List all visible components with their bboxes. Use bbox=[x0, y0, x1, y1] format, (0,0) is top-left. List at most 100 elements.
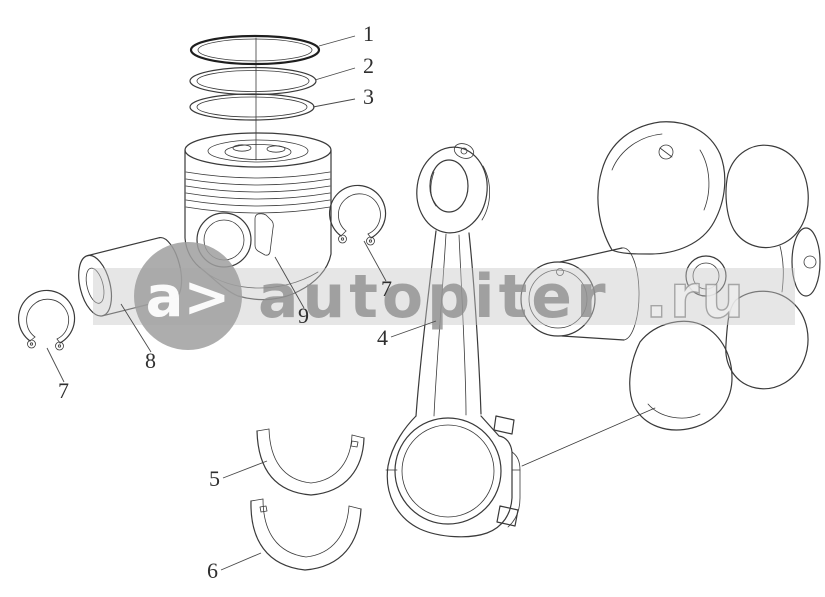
valve-pocket-left bbox=[232, 144, 252, 152]
callout-5-label: 5 bbox=[209, 466, 220, 491]
rod-shaft-rib-left bbox=[433, 233, 447, 417]
rod-bolt-bottom bbox=[496, 505, 519, 527]
rod-bolt-top bbox=[493, 415, 515, 435]
shell-lower-end-a bbox=[250, 498, 264, 502]
shell-lower-outer bbox=[250, 500, 362, 571]
circlip-right-eye-a bbox=[338, 234, 347, 244]
circlip-right bbox=[328, 184, 387, 246]
circlip-right-eye-b-hole bbox=[368, 239, 373, 243]
circlip-left-eye-a bbox=[27, 339, 36, 349]
valve-pocket-right bbox=[266, 145, 286, 153]
compression-ring-1 bbox=[189, 34, 321, 66]
rod-small-end-bore-shade bbox=[430, 171, 437, 207]
callout-7-right-label: 7 bbox=[381, 276, 392, 301]
crank-main-journal bbox=[685, 255, 727, 297]
rod-big-end-bore bbox=[394, 417, 502, 525]
piston-bowl-inner bbox=[224, 144, 292, 160]
ring-groove-3a bbox=[185, 199, 331, 207]
rod-oil-lug bbox=[453, 143, 475, 159]
crank-journal-bottom bbox=[561, 335, 625, 341]
shell-upper-inner bbox=[268, 428, 353, 484]
crank-edge-line bbox=[521, 407, 656, 467]
rod-shaft-left bbox=[415, 230, 437, 417]
shell-upper-end-a bbox=[256, 428, 270, 432]
shell-lower-locating-tab bbox=[259, 505, 268, 513]
circlip-right-inner bbox=[338, 193, 381, 235]
watermark-logo-text: a> bbox=[146, 265, 231, 330]
leader-7-left bbox=[46, 347, 65, 383]
connecting-rod bbox=[385, 143, 521, 538]
circlip-left-eye-b bbox=[55, 341, 64, 351]
crank-flange-hole bbox=[803, 255, 817, 269]
rod-shaft-right bbox=[468, 232, 482, 415]
leader-5 bbox=[222, 460, 268, 479]
shell-upper-outer bbox=[256, 430, 365, 496]
piston-skirt-window bbox=[254, 213, 274, 256]
shell-lower-inner bbox=[262, 498, 350, 558]
oil-ring-3 bbox=[189, 93, 315, 121]
ring-groove-2b bbox=[185, 192, 331, 200]
callout-leaders bbox=[46, 35, 437, 571]
crank-web-connector bbox=[779, 245, 784, 293]
rod-oil-hole bbox=[460, 147, 468, 155]
crank-counterweight-top-depth bbox=[699, 149, 710, 211]
rod-big-end-housing bbox=[386, 415, 513, 538]
piston-rings bbox=[189, 34, 321, 161]
piston-pin-hole bbox=[85, 267, 105, 304]
crank-counterweight-top bbox=[597, 121, 726, 255]
shell-upper-end-b bbox=[351, 434, 365, 439]
leader-3 bbox=[312, 98, 356, 108]
watermark-text-main: autopiter bbox=[258, 262, 610, 332]
rod-small-end bbox=[416, 146, 488, 234]
callout-6-label: 6 bbox=[207, 558, 218, 583]
compression-ring-2 bbox=[189, 66, 317, 96]
callout-9-label: 9 bbox=[298, 303, 309, 328]
ring-groove-1b bbox=[185, 178, 331, 186]
circlip-right-eye-b bbox=[366, 236, 375, 246]
circlip-left-eye-b-hole bbox=[57, 344, 62, 348]
rod-big-end-depth bbox=[507, 451, 521, 528]
watermark-logo-circle bbox=[134, 242, 242, 350]
circlip-right-eye-a-hole bbox=[340, 237, 345, 241]
ring-groove-3b bbox=[185, 206, 331, 214]
callout-1-label: 1 bbox=[363, 21, 374, 46]
callout-2-label: 2 bbox=[363, 53, 374, 78]
circlip-left bbox=[17, 289, 76, 351]
crank-screw bbox=[658, 144, 674, 160]
piston-pin-top-edge bbox=[86, 237, 160, 257]
crank-counterweight-top-shade bbox=[611, 133, 663, 171]
rod-small-end-depth bbox=[481, 165, 491, 221]
piston-bowl-outer bbox=[207, 139, 309, 163]
crank-oil-hole bbox=[556, 268, 564, 276]
crank-web-lower-right bbox=[725, 290, 809, 390]
shell-lower-end-b bbox=[348, 505, 362, 510]
callout-labels: 1 2 3 4 5 6 7 7 8 9 bbox=[58, 21, 392, 583]
ring-groove-2a bbox=[185, 185, 331, 193]
ring-groove-1a bbox=[185, 171, 331, 179]
crank-counterweight-bottom bbox=[629, 320, 733, 431]
rod-big-end-bore-inner bbox=[401, 424, 495, 518]
leader-8 bbox=[120, 303, 152, 353]
watermark-text-suffix: .ru bbox=[645, 262, 746, 332]
leader-7-right bbox=[363, 240, 387, 282]
callout-4-label: 4 bbox=[377, 325, 388, 350]
oil-ring-3-inner bbox=[196, 96, 308, 118]
leader-9 bbox=[274, 256, 305, 309]
compression-ring-1-inner bbox=[197, 38, 313, 62]
crank-flange bbox=[791, 227, 821, 297]
circlip-right-outer bbox=[328, 184, 387, 239]
leader-2 bbox=[314, 67, 356, 81]
callout-8-label: 8 bbox=[145, 348, 156, 373]
crank-screw-slot bbox=[659, 147, 673, 158]
callout-7-left-label: 7 bbox=[58, 378, 69, 403]
rod-shaft-rib-right bbox=[458, 234, 467, 416]
crank-pin-journal-face bbox=[520, 261, 596, 337]
crank-main-journal-inner bbox=[692, 262, 720, 290]
crank-web-upper-right bbox=[725, 144, 809, 249]
leader-1 bbox=[318, 35, 356, 47]
circlip-left-eye-a-hole bbox=[29, 342, 34, 346]
leader-6 bbox=[220, 552, 262, 571]
watermark: a> autopiter .ru bbox=[93, 242, 795, 350]
